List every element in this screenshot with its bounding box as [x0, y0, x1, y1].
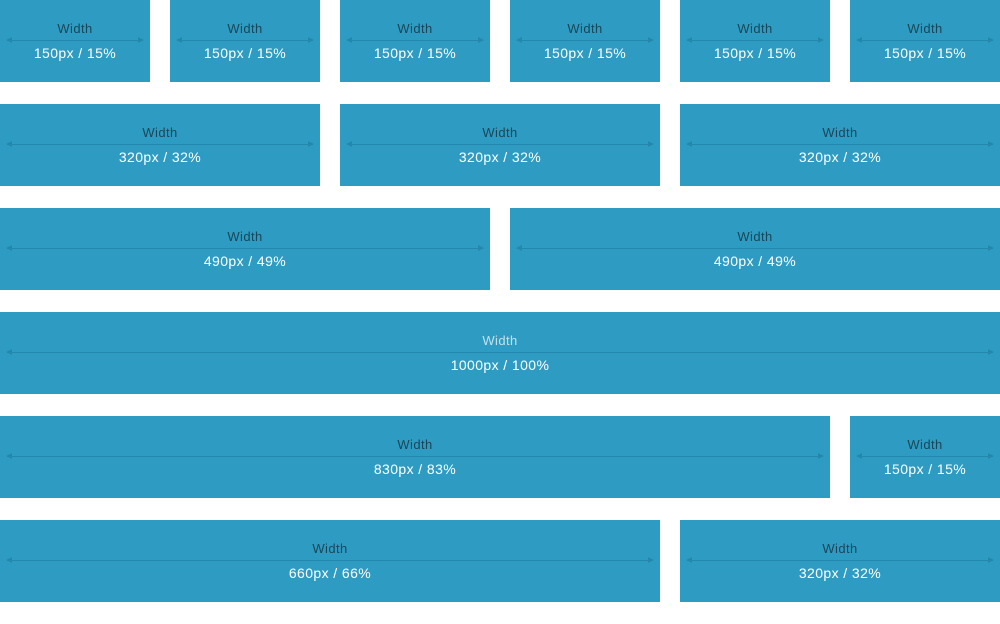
- width-demo-box: Width 830px / 83%: [0, 416, 830, 498]
- width-arrow-icon: [6, 453, 824, 459]
- width-demo-box: Width 150px / 15%: [850, 0, 1000, 82]
- box-width-label: Width: [907, 437, 943, 452]
- width-arrow-icon: [856, 37, 994, 43]
- box-width-value: 1000px / 100%: [450, 357, 550, 373]
- box-width-value: 150px / 15%: [543, 45, 627, 61]
- width-arrow-icon: [686, 37, 824, 43]
- box-width-value: 150px / 15%: [713, 45, 797, 61]
- grid-row-3: Width 490px / 49% Width 490px / 49%: [0, 208, 1000, 290]
- box-width-value: 150px / 15%: [883, 45, 967, 61]
- width-arrow-icon: [346, 37, 484, 43]
- box-width-label: Width: [397, 437, 433, 452]
- width-arrow-icon: [6, 349, 994, 355]
- box-width-label: Width: [227, 229, 263, 244]
- box-width-value: 150px / 15%: [883, 461, 967, 477]
- box-width-label: Width: [142, 125, 178, 140]
- box-width-value: 150px / 15%: [203, 45, 287, 61]
- width-arrow-icon: [686, 557, 994, 563]
- box-width-value: 320px / 32%: [798, 565, 882, 581]
- width-demo-box: Width 320px / 32%: [0, 104, 320, 186]
- grid-row-6: Width 660px / 66% Width 320px / 32%: [0, 520, 1000, 602]
- width-demo-box: Width 490px / 49%: [0, 208, 490, 290]
- box-width-label: Width: [482, 125, 518, 140]
- box-width-label: Width: [907, 21, 943, 36]
- width-demo-box: Width 320px / 32%: [680, 520, 1000, 602]
- grid-row-2: Width 320px / 32% Width 320px / 32% Widt…: [0, 104, 1000, 186]
- width-demo-box: Width 150px / 15%: [340, 0, 490, 82]
- box-width-value: 660px / 66%: [288, 565, 372, 581]
- box-width-value: 150px / 15%: [373, 45, 457, 61]
- width-demo-box: Width 660px / 66%: [0, 520, 660, 602]
- width-arrow-icon: [6, 141, 314, 147]
- width-arrow-icon: [6, 37, 144, 43]
- box-width-label: Width: [482, 333, 518, 348]
- width-arrow-icon: [6, 557, 654, 563]
- width-arrow-icon: [516, 37, 654, 43]
- box-width-label: Width: [397, 21, 433, 36]
- width-demo-box: Width 1000px / 100%: [0, 312, 1000, 394]
- box-width-label: Width: [312, 541, 348, 556]
- box-width-label: Width: [227, 21, 263, 36]
- box-width-label: Width: [57, 21, 93, 36]
- grid-row-1: Width 150px / 15% Width 150px / 15% Widt…: [0, 0, 1000, 82]
- box-width-label: Width: [822, 125, 858, 140]
- width-arrow-icon: [176, 37, 314, 43]
- width-demo-box: Width 490px / 49%: [510, 208, 1000, 290]
- width-demo-box: Width 150px / 15%: [850, 416, 1000, 498]
- grid-row-5: Width 830px / 83% Width 150px / 15%: [0, 416, 1000, 498]
- width-arrow-icon: [6, 245, 484, 251]
- box-width-value: 490px / 49%: [713, 253, 797, 269]
- width-arrow-icon: [686, 141, 994, 147]
- width-arrow-icon: [346, 141, 654, 147]
- width-demo-box: Width 320px / 32%: [680, 104, 1000, 186]
- width-demo-grid: Width 150px / 15% Width 150px / 15% Widt…: [0, 0, 1000, 602]
- box-width-label: Width: [567, 21, 603, 36]
- box-width-label: Width: [822, 541, 858, 556]
- width-arrow-icon: [856, 453, 994, 459]
- box-width-value: 150px / 15%: [33, 45, 117, 61]
- width-demo-box: Width 150px / 15%: [170, 0, 320, 82]
- box-width-value: 320px / 32%: [798, 149, 882, 165]
- width-demo-box: Width 150px / 15%: [0, 0, 150, 82]
- box-width-label: Width: [737, 21, 773, 36]
- width-demo-box: Width 150px / 15%: [510, 0, 660, 82]
- grid-row-4: Width 1000px / 100%: [0, 312, 1000, 394]
- box-width-label: Width: [737, 229, 773, 244]
- box-width-value: 320px / 32%: [458, 149, 542, 165]
- box-width-value: 320px / 32%: [118, 149, 202, 165]
- width-arrow-icon: [516, 245, 994, 251]
- width-demo-box: Width 150px / 15%: [680, 0, 830, 82]
- box-width-value: 490px / 49%: [203, 253, 287, 269]
- width-demo-box: Width 320px / 32%: [340, 104, 660, 186]
- box-width-value: 830px / 83%: [373, 461, 457, 477]
